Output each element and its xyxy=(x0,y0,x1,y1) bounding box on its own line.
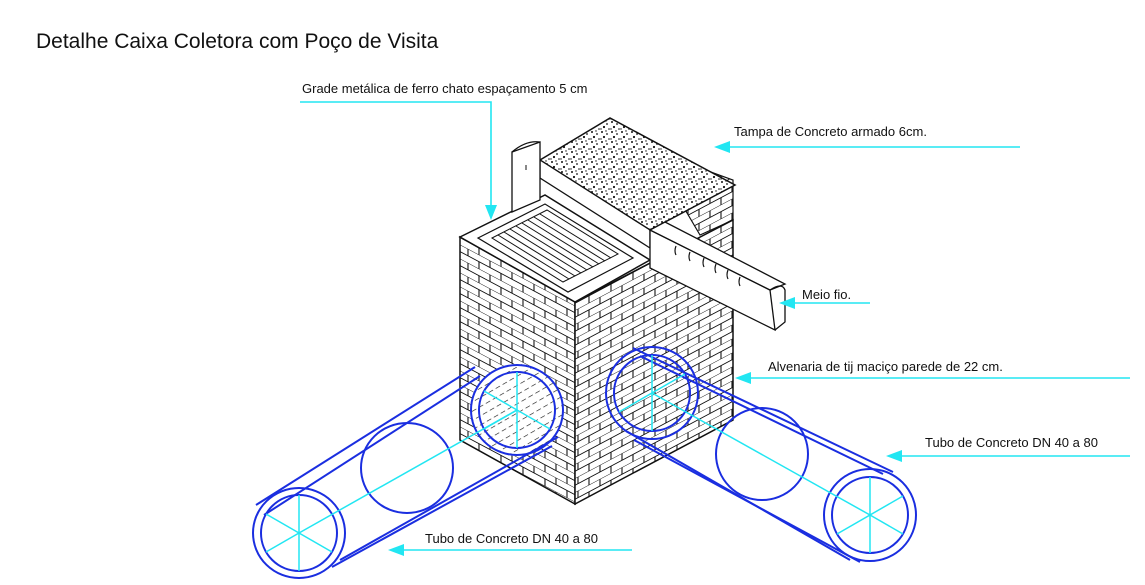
grate-plate xyxy=(490,209,620,283)
curb-marks xyxy=(674,245,741,287)
leader-grade xyxy=(300,101,492,210)
label-meio-fio: Meio fio. xyxy=(802,287,851,302)
label-tampa: Tampa de Concreto armado 6cm. xyxy=(734,124,927,139)
label-alvenaria: Alvenaria de tij maciço parede de 22 cm. xyxy=(768,359,1003,374)
arrowhead-tampa xyxy=(714,141,730,153)
curb-front-top xyxy=(648,221,787,291)
arrowhead-tubo-right xyxy=(886,450,902,462)
right-pipe xyxy=(605,346,917,563)
curb xyxy=(511,141,787,332)
grate-frame xyxy=(458,194,652,303)
arrowhead-alvenaria xyxy=(735,372,751,384)
label-tubo-left: Tubo de Concreto DN 40 a 80 xyxy=(425,531,598,546)
left-pipe xyxy=(252,364,564,579)
arrowhead-grade xyxy=(485,205,497,220)
grate-bars xyxy=(497,213,612,280)
arrowhead-tubo-left xyxy=(388,544,404,556)
label-tubo-right: Tubo de Concreto DN 40 a 80 xyxy=(925,435,1098,450)
curb-back-end xyxy=(511,141,541,213)
label-grade: Grade metálica de ferro chato espaçament… xyxy=(302,81,587,96)
drawing-title: Detalhe Caixa Coletora com Poço de Visit… xyxy=(36,30,439,53)
arrowhead-meio-fio xyxy=(779,297,795,309)
leader-lines xyxy=(300,101,1130,556)
